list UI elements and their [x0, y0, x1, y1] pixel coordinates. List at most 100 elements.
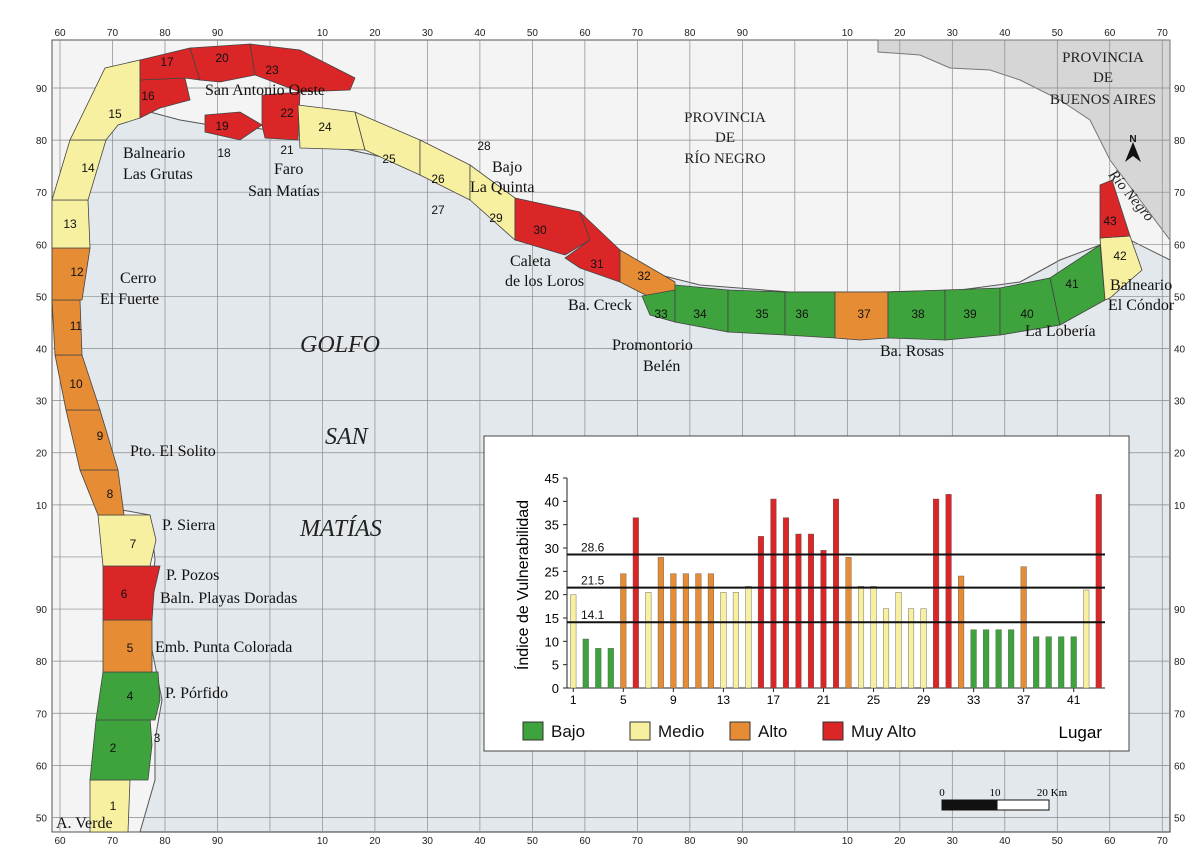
seg-label-16: 16 — [141, 89, 155, 103]
grid-left-label: 80 — [36, 657, 48, 668]
grid-top-label: 60 — [1104, 28, 1116, 39]
place-ba-creck: Ba. Creck — [568, 297, 632, 314]
grid-top-label: 60 — [54, 28, 66, 39]
seg-label-22: 22 — [280, 106, 294, 120]
chart-bar-11 — [695, 573, 702, 689]
chart-bar-24 — [858, 586, 865, 689]
chart-bar-16 — [757, 536, 764, 689]
grid-bottom-label: 40 — [999, 836, 1011, 847]
place-emb-punta-colorada: Emb. Punta Colorada — [155, 639, 292, 656]
grid-top-label: 40 — [999, 28, 1011, 39]
grid-bottom-label: 90 — [737, 836, 749, 847]
grid-bottom-label: 40 — [474, 836, 486, 847]
chart-bar-13 — [720, 592, 727, 689]
chart-y-tick-label: 20 — [545, 588, 559, 603]
gulf-word-1: GOLFO — [300, 332, 380, 358]
seg-label-17: 17 — [160, 55, 174, 69]
chart-bar-20 — [807, 533, 814, 689]
seg-label-3: 3 — [154, 731, 161, 745]
seg-label-26: 26 — [431, 172, 445, 186]
chart-bar-37 — [1020, 566, 1027, 689]
chart-y-tick-label: 25 — [545, 564, 559, 579]
province-ba-line3: BUENOS AIRES — [1050, 92, 1156, 108]
place-belen: Belén — [643, 358, 680, 375]
chart-bar-32 — [958, 575, 965, 689]
chart-x-tick-label: 17 — [767, 693, 781, 707]
chart-y-tick-label: 45 — [545, 471, 559, 486]
chart-x-tick-label: 1 — [570, 693, 577, 707]
scale-bar: 0 10 20 Km — [939, 787, 1068, 811]
seg-label-24: 24 — [318, 120, 332, 134]
place-a-verde: A. Verde — [56, 815, 113, 832]
seg-label-15: 15 — [108, 107, 122, 121]
chart-thresholds: 28.621.514.1 — [567, 541, 1105, 624]
grid-right-label: 80 — [1174, 136, 1186, 147]
grid-right-label: 70 — [1174, 709, 1186, 720]
chart-x-label: Lugar — [1059, 723, 1103, 742]
seg-label-35: 35 — [755, 307, 769, 321]
place-cerro: Cerro — [120, 270, 156, 287]
segment-17 — [139, 47, 201, 81]
legend-swatch-muy_alto — [822, 721, 844, 741]
grid-left-label: 20 — [36, 449, 48, 460]
place-san-antonio-oeste: San Antonio Oeste — [205, 82, 325, 99]
legend-swatch-bajo — [522, 721, 544, 741]
chart-x-tick-label: 21 — [817, 693, 831, 707]
grid-left-label: 60 — [36, 761, 48, 772]
grid-bottom-label: 60 — [579, 836, 591, 847]
grid-bottom-label: 90 — [212, 836, 224, 847]
grid-left-label: 50 — [36, 813, 48, 824]
grid-bottom-label: 70 — [1157, 836, 1169, 847]
chart-y-tick-label: 30 — [545, 541, 559, 556]
segment-23 — [249, 43, 356, 93]
land-buenos-aires — [877, 39, 1171, 242]
grid-top-label: 70 — [107, 28, 119, 39]
grid-right-label: 60 — [1174, 761, 1186, 772]
segment-36 — [784, 291, 836, 339]
province-rn-line3: RÍO NEGRO — [684, 150, 765, 167]
place-labels: San Antonio Oeste Balneario Las Grutas F… — [56, 82, 1175, 832]
place-la-loberia: La Lobería — [1025, 323, 1096, 340]
chart-y-tick-label: 0 — [552, 681, 559, 696]
place-promontorio: Promontorio — [612, 337, 693, 354]
grid-left-label: 70 — [36, 709, 48, 720]
place-balneario-1: Balneario — [123, 145, 185, 162]
chart-bar-27 — [895, 592, 902, 689]
seg-label-12: 12 — [70, 265, 84, 279]
grid-bottom-label: 50 — [1052, 836, 1064, 847]
north-label: N — [1129, 134, 1136, 145]
chart-bar-18 — [782, 517, 789, 689]
grid-top-label: 20 — [369, 28, 381, 39]
chart-bar-5 — [620, 573, 627, 689]
chart-bar-21 — [820, 550, 827, 689]
legend-swatch-medio — [629, 721, 651, 741]
grid-top-label: 50 — [1052, 28, 1064, 39]
grid-bottom-label: 10 — [842, 836, 854, 847]
grid-left-label: 80 — [36, 136, 48, 147]
grid-bottom-label: 30 — [422, 836, 434, 847]
chart-bar-15 — [745, 586, 752, 689]
grid-bottom-label: 50 — [527, 836, 539, 847]
grid-top-label: 70 — [632, 28, 644, 39]
seg-label-10: 10 — [69, 377, 83, 391]
grid-top-label: 20 — [894, 28, 906, 39]
grid-bottom-label: 60 — [54, 836, 66, 847]
legend-label-muy_alto: Muy Alto — [851, 722, 916, 741]
seg-label-25: 25 — [382, 152, 396, 166]
segment-19 — [204, 111, 263, 141]
north-arrow-icon: N — [1125, 134, 1141, 162]
seg-label-39: 39 — [963, 307, 977, 321]
seg-label-2: 2 — [110, 741, 117, 755]
segment-22 — [261, 91, 301, 141]
chart-bar-17 — [770, 498, 777, 689]
chart-bar-6 — [632, 517, 639, 689]
chart-bar-30 — [933, 498, 940, 689]
grid-left-label: 40 — [36, 345, 48, 356]
seg-label-43: 43 — [1103, 214, 1117, 228]
segment-7 — [97, 514, 157, 567]
chart-bar-29 — [920, 608, 927, 689]
chart-bar-38 — [1033, 636, 1040, 689]
chart-bar-14 — [732, 592, 739, 689]
